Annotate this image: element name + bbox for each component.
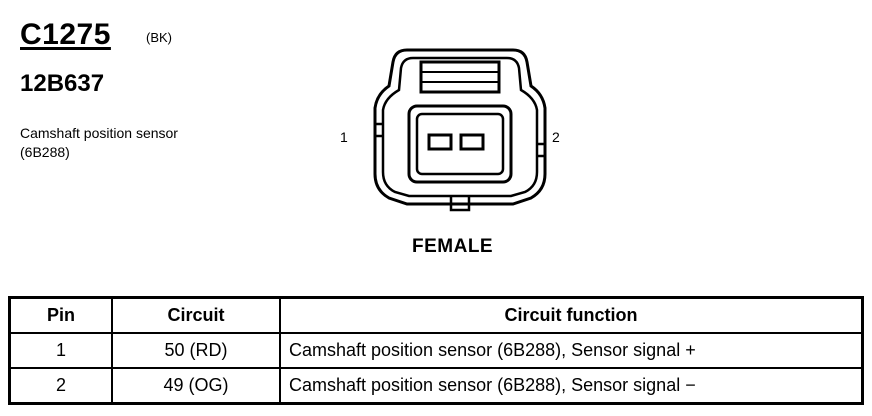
connector-inner-shell: [381, 56, 539, 198]
cell-pin: 1: [8, 332, 113, 369]
cell-circuit: 50 (RD): [111, 332, 281, 369]
connector-outer-shell: [373, 48, 547, 206]
connector-bottom-key: [449, 196, 471, 212]
table-row: 1 50 (RD) Camshaft position sensor (6B28…: [8, 332, 864, 369]
terminal-pin-1: [427, 133, 453, 151]
header-pin: Pin: [8, 296, 113, 334]
connector-face-drawing: [373, 48, 547, 212]
connector-latch: [419, 60, 501, 94]
pin-label-2: 2: [552, 129, 560, 145]
part-number: 12B637: [20, 70, 105, 97]
terminal-cavity-outer: [407, 104, 513, 184]
component-name: Camshaft position sensor (6B288): [20, 125, 178, 160]
pin-label-1: 1: [340, 129, 348, 145]
table-row: 2 49 (OG) Camshaft position sensor (6B28…: [8, 367, 864, 405]
connector-gender-label: FEMALE: [412, 236, 494, 257]
terminal-cavity-inner: [415, 112, 505, 176]
header-circuit: Circuit: [111, 296, 281, 334]
table-header-row: Pin Circuit Circuit function: [8, 296, 864, 334]
header-circuit-function: Circuit function: [279, 296, 864, 334]
terminal-pin-2: [459, 133, 485, 151]
cell-circuit-function: Camshaft position sensor (6B288), Sensor…: [279, 367, 864, 405]
connector-color-code: (BK): [146, 30, 172, 45]
connector-left-key: [373, 122, 383, 138]
cell-pin: 2: [8, 367, 113, 405]
connector-right-key: [537, 142, 547, 158]
cell-circuit: 49 (OG): [111, 367, 281, 405]
pinout-table: Pin Circuit Circuit function 1 50 (RD) C…: [8, 296, 864, 405]
connector-id: C1275: [20, 18, 111, 51]
cell-circuit-function: Camshaft position sensor (6B288), Sensor…: [279, 332, 864, 369]
